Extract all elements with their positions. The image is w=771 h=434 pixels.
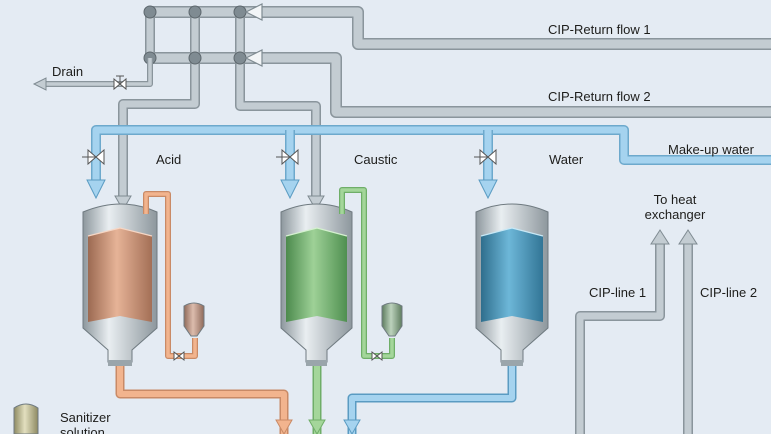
return-to-tank-pipes — [118, 58, 321, 200]
acid-dosing-pipe — [143, 191, 198, 359]
makeup-water-pipe — [91, 125, 771, 180]
acid-tank — [82, 203, 158, 366]
sanitizer-solution-label: Sanitizer solution — [60, 410, 111, 434]
cip-line-2-pipe — [678, 229, 698, 434]
acid-dosing-valve-icon — [173, 350, 185, 362]
caustic-dosing-valve-icon — [371, 350, 383, 362]
to-heat-exchanger-label: To heat exchanger — [620, 192, 730, 222]
acid-outlet-pipe — [115, 366, 289, 434]
cip-return-flow-1-label: CIP-Return flow 1 — [548, 22, 651, 37]
water-tank — [475, 203, 549, 366]
makeup-water-valve-icons — [82, 148, 497, 166]
drain-valve-icon — [113, 75, 127, 91]
cip-line-1-label: CIP-line 1 — [589, 285, 647, 300]
caustic-dosing-vessel — [381, 302, 403, 337]
return-manifold-verticals — [145, 12, 245, 58]
makeup-water-label: Make-up water — [668, 142, 754, 157]
drain-line — [32, 58, 153, 91]
caustic-label: Caustic — [354, 152, 398, 167]
cip-return-flow-2-label: CIP-Return flow 2 — [548, 89, 651, 104]
outlet-arrows — [275, 419, 361, 434]
makeup-water-arrows — [86, 179, 498, 200]
caustic-tank — [280, 203, 353, 366]
caustic-dosing-pipe — [339, 187, 395, 359]
cip-line-1-pipe — [575, 229, 670, 434]
sanitizer-vessel — [13, 403, 39, 434]
acid-label: Acid — [156, 152, 182, 167]
sanitizer-label-line-1: Sanitizer — [60, 410, 111, 425]
acid-dosing-vessel — [183, 302, 205, 337]
cip-line-2-label: CIP-line 2 — [700, 285, 758, 300]
to-heat-exchanger-line-2: exchanger — [644, 207, 706, 222]
water-outlet-pipe — [347, 366, 517, 434]
tank-return-arrows — [114, 195, 325, 212]
sanitizer-label-line-2: solution — [60, 425, 105, 434]
water-label: Water — [549, 152, 584, 167]
to-heat-exchanger-line-1: To heat — [653, 192, 697, 207]
return-flow-arrows — [244, 3, 263, 67]
drain-label: Drain — [52, 64, 84, 79]
